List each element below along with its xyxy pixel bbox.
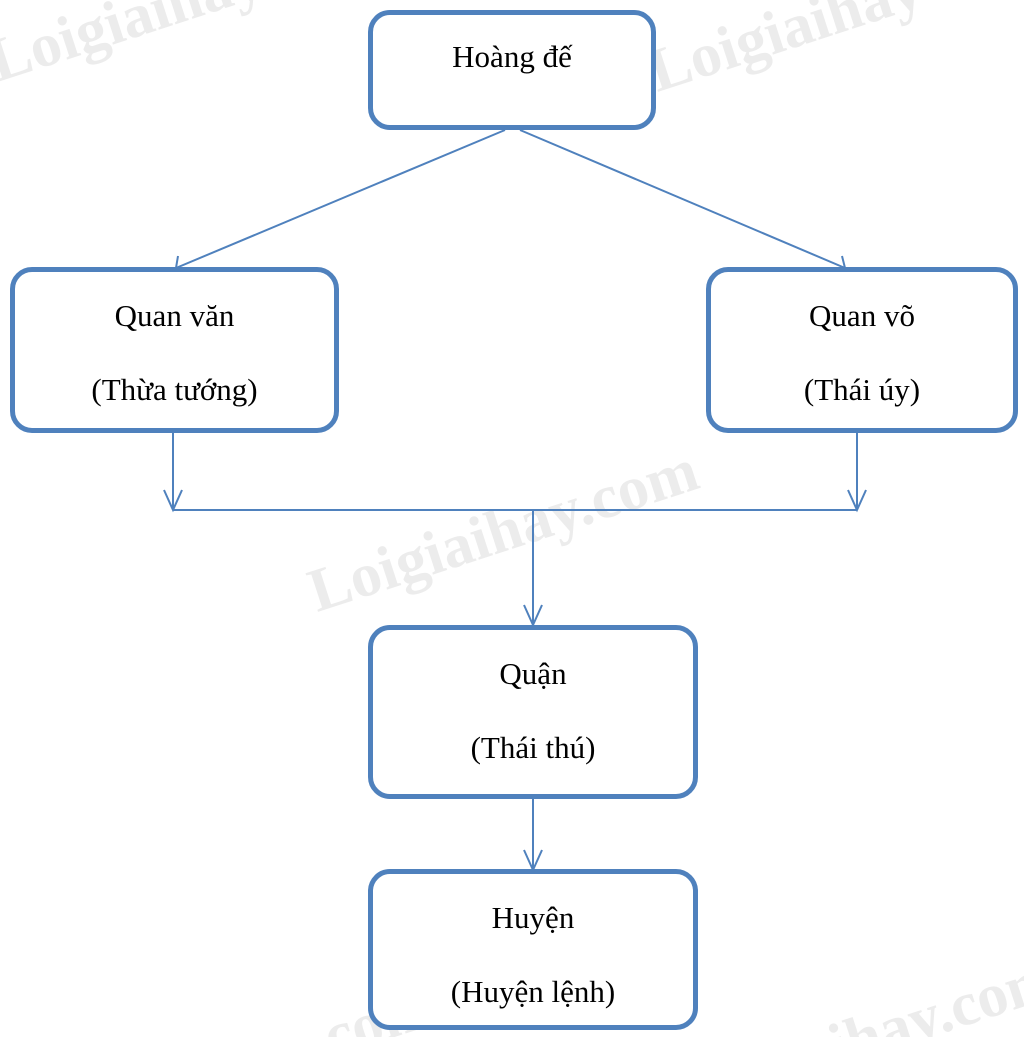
node-civil-officials-subtitle: (Thừa tướng) [91,372,258,407]
connector-emperor-military [519,129,846,269]
node-county: Huyện (Huyện lệnh) [368,869,698,1030]
node-emperor: Hoàng đế [368,10,656,130]
node-military-officials-title: Quan võ [809,298,915,333]
node-commandery: Quận (Thái thú) [368,625,698,799]
node-civil-officials: Quan văn (Thừa tướng) [10,267,339,433]
node-civil-officials-title: Quan văn [114,298,235,333]
node-military-officials: Quan võ (Thái úy) [706,267,1018,433]
node-emperor-title: Hoàng đế [452,39,572,74]
node-county-title: Huyện [491,900,575,935]
node-commandery-title: Quận [499,656,567,691]
node-military-officials-subtitle: (Thái úy) [803,372,921,407]
node-commandery-subtitle: (Thái thú) [470,730,596,765]
connector-emperor-civil [175,129,506,269]
node-county-subtitle: (Huyện lệnh) [450,974,616,1009]
